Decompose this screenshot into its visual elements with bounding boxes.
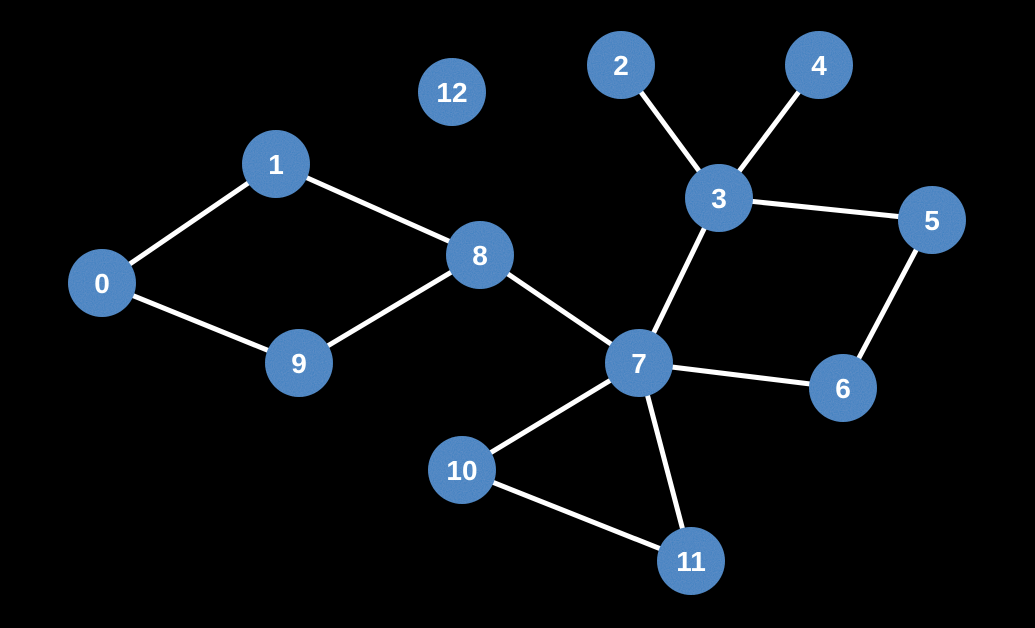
graph-edge-10-11 [461, 467, 692, 564]
graph-node-1: 1 [242, 130, 310, 198]
node-circle [242, 130, 310, 198]
graph-node-8: 8 [446, 221, 514, 289]
graph-node-7: 7 [605, 329, 673, 397]
graph-node-9: 9 [265, 329, 333, 397]
node-circle [587, 31, 655, 99]
graph-node-6: 6 [809, 354, 877, 422]
graph-edge-3-5 [718, 195, 933, 223]
graph-edge-7-10 [460, 360, 641, 473]
node-circle [785, 31, 853, 99]
edges-layer [100, 63, 935, 564]
graph-node-0: 0 [68, 249, 136, 317]
graph-node-2: 2 [587, 31, 655, 99]
node-circle [446, 221, 514, 289]
graph-edge-0-1 [100, 161, 278, 286]
graph-edge-6-7 [638, 360, 844, 391]
node-circle [605, 329, 673, 397]
graph-node-12: 12 [418, 58, 486, 126]
node-circle [809, 354, 877, 422]
node-circle [657, 527, 725, 595]
node-circle [428, 436, 496, 504]
graph-edge-1-8 [274, 161, 482, 258]
node-circle [898, 186, 966, 254]
node-circle [418, 58, 486, 126]
node-circle [68, 249, 136, 317]
graph-edge-8-9 [297, 252, 482, 366]
graph-node-10: 10 [428, 436, 496, 504]
graph-node-4: 4 [785, 31, 853, 99]
node-circle [685, 164, 753, 232]
graph-node-11: 11 [657, 527, 725, 595]
graph-node-3: 3 [685, 164, 753, 232]
graph-edge-0-9 [101, 280, 300, 366]
node-circle [265, 329, 333, 397]
graph-node-5: 5 [898, 186, 966, 254]
graph-edge-7-11 [636, 362, 694, 562]
